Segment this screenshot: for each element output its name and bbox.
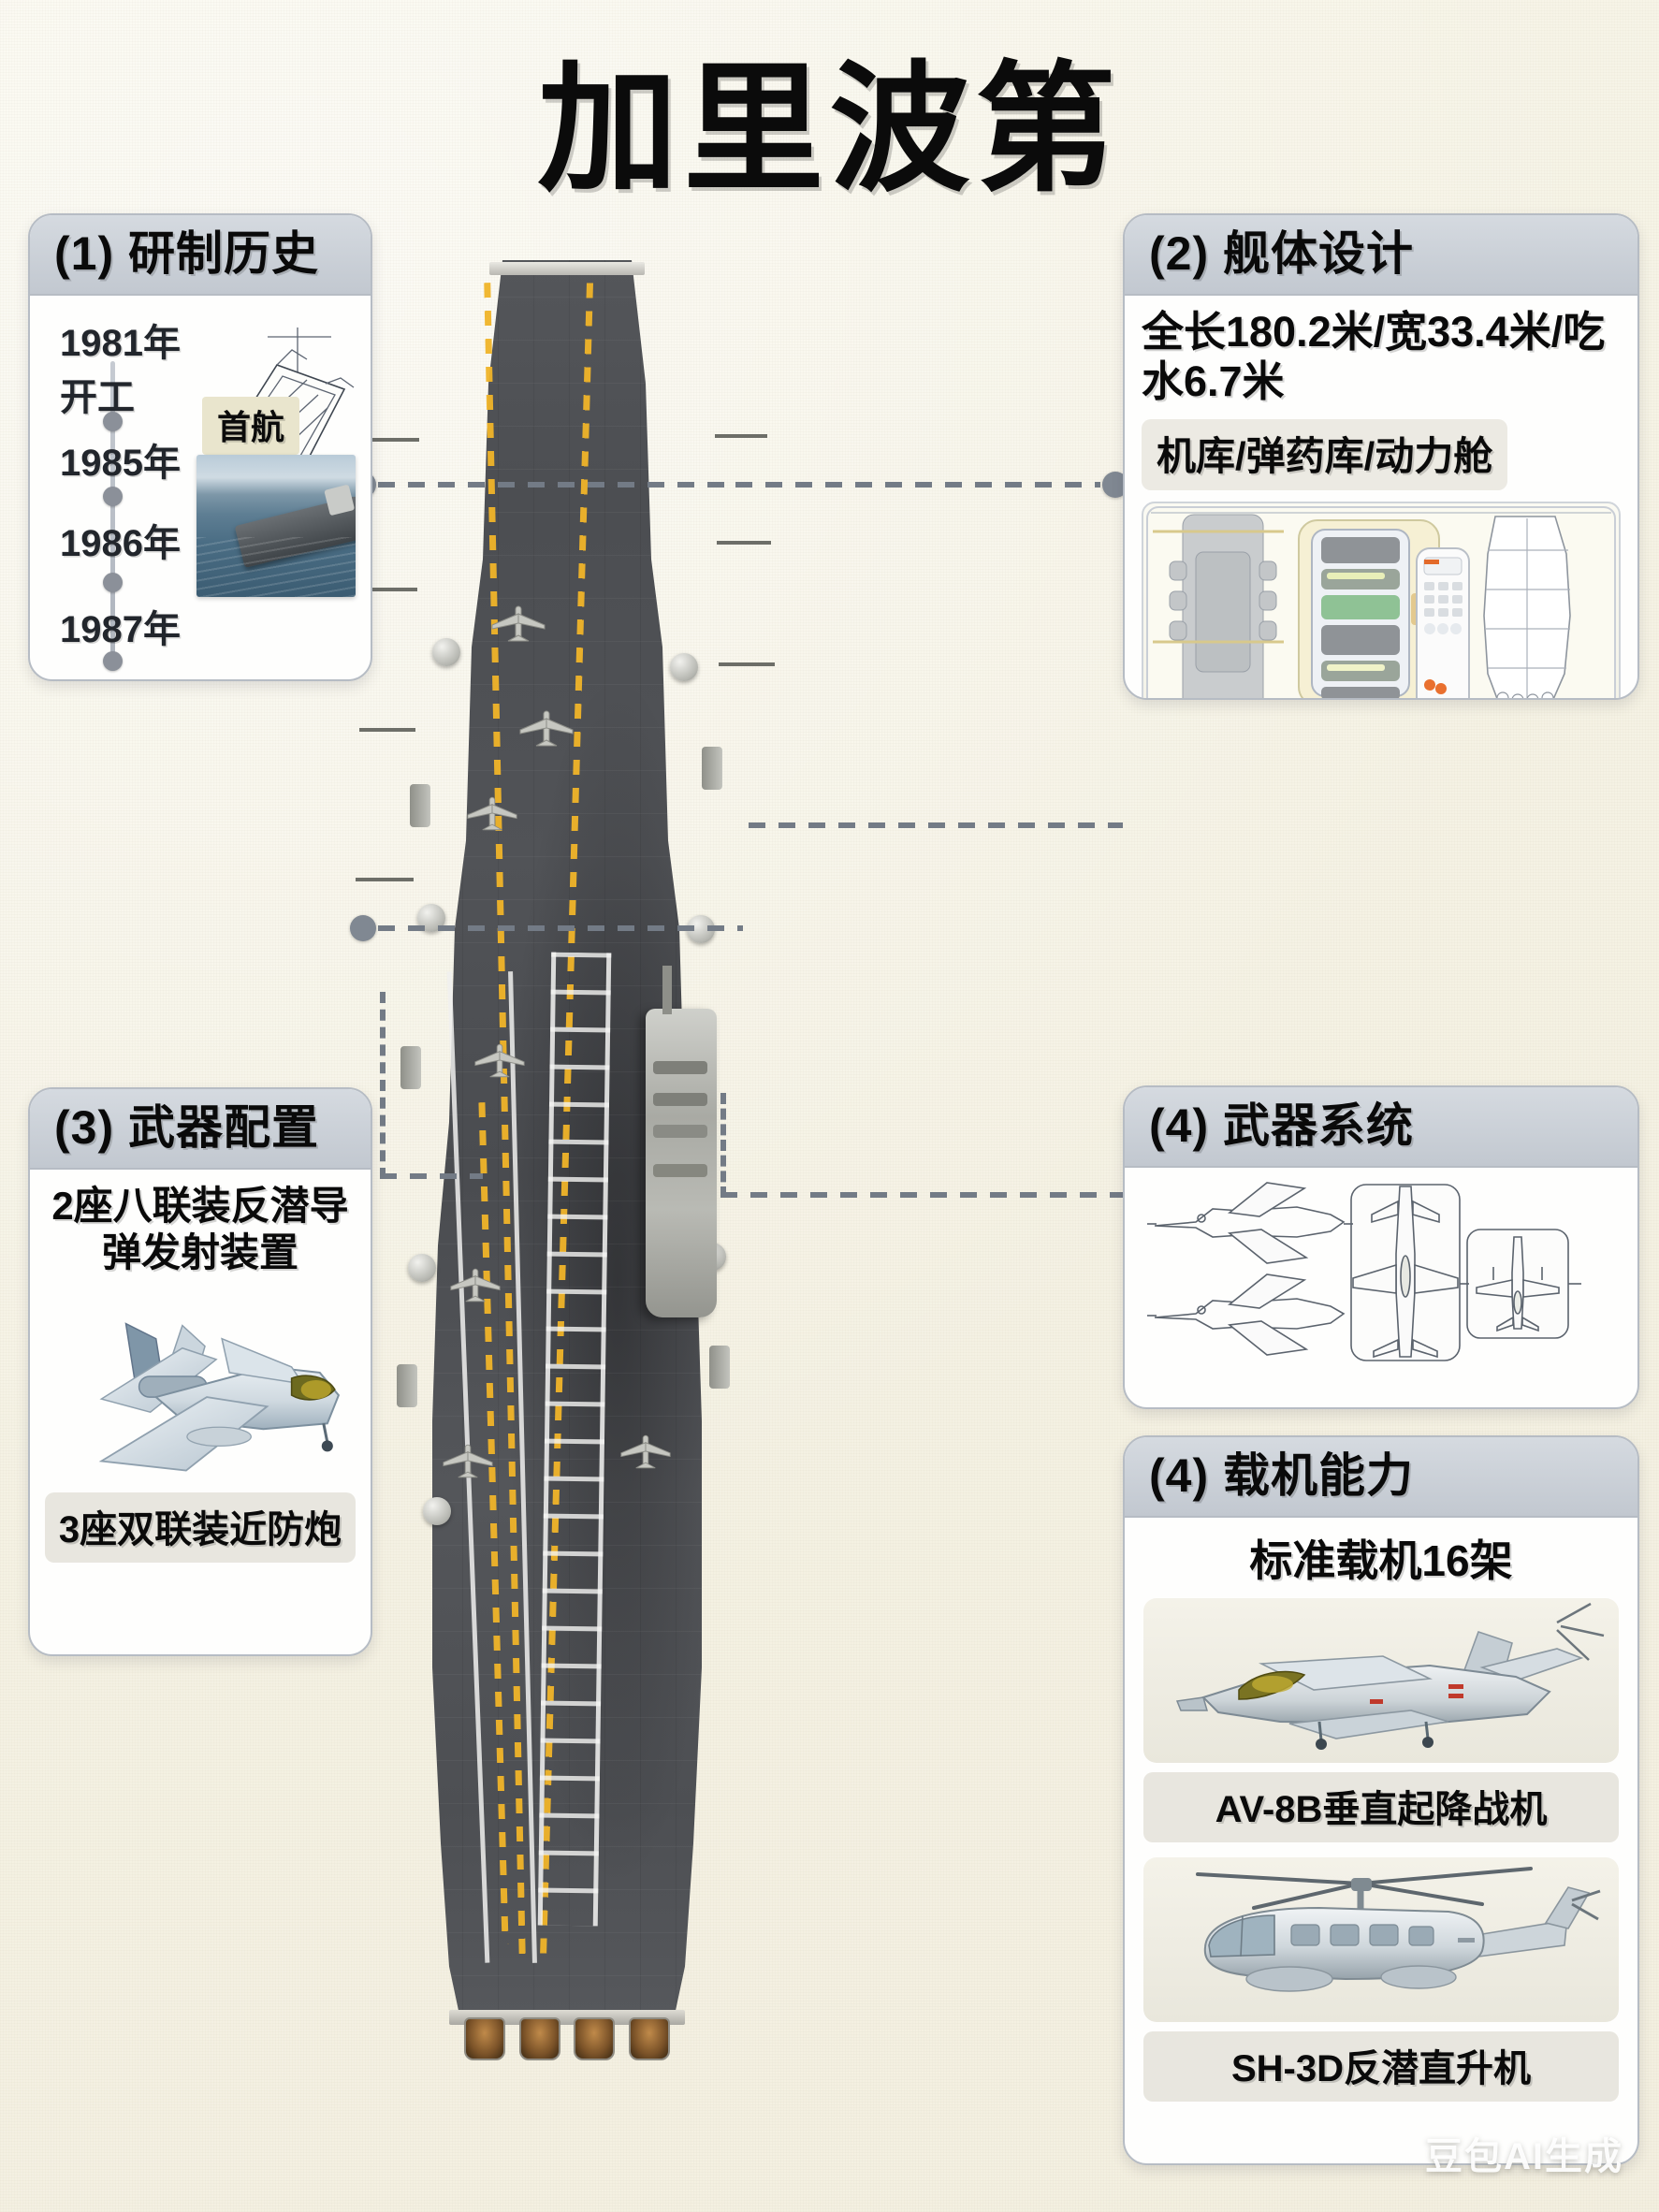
aircraft-caption-2: SH-3D反潜直升机 — [1143, 2031, 1619, 2102]
timeline-item: 1985年 — [60, 432, 181, 487]
bow-ski-jump — [489, 262, 645, 275]
panel-header-hull: (2) 舰体设计 — [1125, 215, 1637, 296]
hull-specifications: 全长180.2米/宽33.4米/吃水6.7米 — [1142, 308, 1606, 406]
panel-header-history: (1) 研制历史 — [30, 215, 371, 296]
panel-body-aircraft: 标准载机16架 — [1125, 1518, 1637, 2115]
panel-weapon-configuration[interactable]: (3) 武器配置 2座八联装反潜导弹发射装置 — [28, 1087, 372, 1656]
radar-radome — [432, 638, 460, 666]
panel-title-hull: (2) 舰体设计 — [1149, 227, 1414, 280]
panel-aircraft-capacity[interactable]: (4) 载机能力 标准载机16架 — [1123, 1435, 1639, 2165]
first-sail-badge: 首航 — [202, 397, 300, 455]
panel-title-history: (1) 研制历史 — [54, 227, 319, 280]
panel-header-weapons: (3) 武器配置 — [30, 1089, 371, 1170]
deck-aircraft — [490, 604, 546, 642]
deck-aircraft — [466, 795, 518, 831]
panel-hull-design[interactable]: (2) 舰体设计 全长180.2米/宽33.4米/吃水6.7米 机库/弹药库/动… — [1123, 213, 1639, 700]
timeline-dot — [103, 651, 123, 671]
missile-launcher-text: 2座八联装反潜导弹发射装置 — [51, 1184, 349, 1275]
watermark: 豆包AI生成 — [1425, 2136, 1623, 2177]
carrier-photo — [356, 260, 775, 2060]
deck-sponson — [702, 747, 722, 790]
aircraft-line-drawing-diagram — [1140, 1181, 1623, 1364]
panel-development-history[interactable]: (1) 研制历史 — [28, 213, 372, 681]
helicopter-photo — [1143, 1857, 1619, 2022]
deck-sponson — [400, 1046, 421, 1089]
antenna-mast — [719, 662, 775, 666]
connector-wsys-to-ship — [749, 812, 1132, 840]
panel-title-aircraft: (4) 载机能力 — [1149, 1449, 1414, 1502]
deck-sponson — [709, 1346, 730, 1389]
connector-history-to-ship — [350, 472, 743, 500]
panel-title-wsys: (4) 武器系统 — [1149, 1099, 1414, 1152]
timeline-year: 1986年 — [60, 523, 181, 564]
deck-sponson — [397, 1364, 417, 1407]
deck-aircraft — [442, 1443, 494, 1478]
page-title: 加里波第 — [537, 51, 1122, 208]
timeline-event: 开工 — [60, 377, 135, 418]
deck-aircraft — [518, 709, 575, 747]
deck-aircraft — [449, 1267, 502, 1302]
panel-header-wsys: (4) 武器系统 — [1125, 1087, 1637, 1168]
timeline-dot — [103, 573, 123, 592]
panel-body-weapons: 2座八联装反潜导弹发射装置 — [30, 1170, 371, 1576]
timeline-item: 1981年 开工 — [60, 313, 181, 421]
ciws-badge: 3座双联装近防炮 — [45, 1492, 356, 1563]
panel-title-weapons: (3) 武器配置 — [54, 1101, 319, 1154]
connector-weapons-elbow — [380, 992, 492, 1179]
connector-hull-to-ship — [735, 472, 1128, 500]
radar-radome — [423, 1497, 451, 1525]
deck-sponson — [410, 784, 430, 827]
antenna-mast — [367, 438, 419, 442]
timeline-year: 1981年 — [60, 323, 181, 364]
panel-body-hull: 全长180.2米/宽33.4米/吃水6.7米 机库/弹药库/动力舱 — [1125, 296, 1637, 698]
antenna-mast — [715, 434, 767, 438]
antenna-mast — [363, 588, 417, 591]
harrier-photo — [1143, 1598, 1619, 1763]
stern-exhaust-ports — [464, 2017, 670, 2060]
timeline-year: 1987年 — [60, 609, 181, 650]
antenna-mast — [717, 541, 771, 545]
antenna-mast — [359, 728, 415, 732]
connector-aircraft-to-ship — [720, 1093, 1132, 1205]
hull-compartments-badge: 机库/弹药库/动力舱 — [1142, 419, 1508, 491]
radar-radome — [408, 1254, 436, 1282]
deck-aircraft — [473, 1042, 526, 1078]
aircraft-caption-1: AV-8B垂直起降战机 — [1143, 1772, 1619, 1842]
connector-weapons-to-ship — [350, 915, 743, 943]
antenna-mast — [356, 878, 414, 881]
aircraft-capacity-text: 标准载机16架 — [1249, 1536, 1513, 1585]
radar-radome — [670, 653, 698, 681]
timeline-item: 1987年 — [60, 599, 181, 653]
hull-compartment-diagram — [1142, 502, 1621, 698]
ship-island-superstructure — [646, 966, 717, 1317]
timeline-item: 1986年 — [60, 513, 181, 567]
panel-body-history: 首航 1981年 开工 1985年 1986年 — [30, 296, 371, 674]
timeline-rail — [110, 361, 115, 659]
panel-header-aircraft: (4) 载机能力 — [1125, 1437, 1637, 1518]
history-photo — [196, 455, 356, 597]
timeline: 1981年 开工 1985年 1986年 1987年 — [54, 313, 241, 671]
fighter-jet-icon — [45, 1283, 356, 1487]
deck-aircraft — [619, 1433, 672, 1469]
timeline-year: 1985年 — [60, 443, 181, 484]
panel-body-wsys — [1125, 1168, 1637, 1377]
timeline-dot — [103, 487, 123, 506]
panel-weapon-systems[interactable]: (4) 武器系统 — [1123, 1085, 1639, 1409]
timeline-dot — [103, 412, 123, 431]
stern-edge — [449, 2010, 685, 2025]
